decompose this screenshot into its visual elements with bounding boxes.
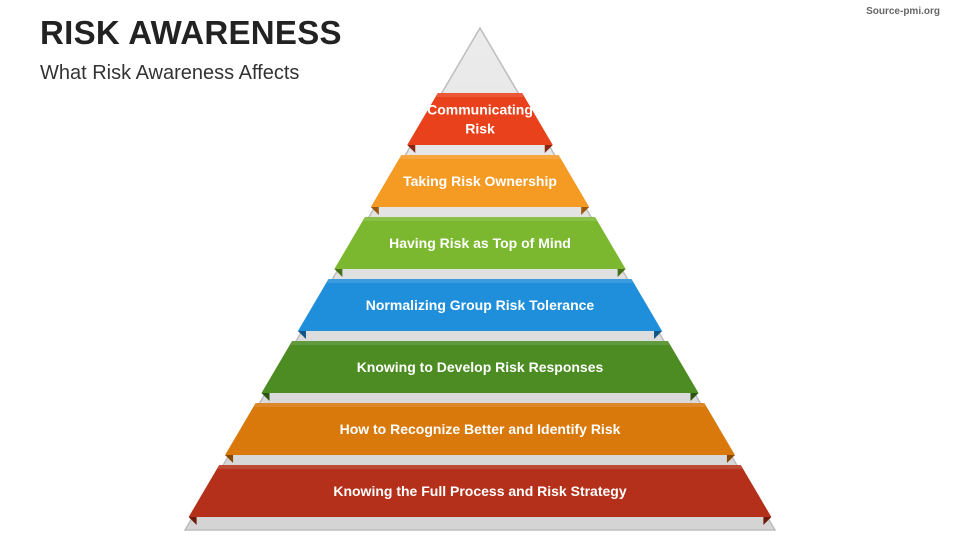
ribbon-fold-left [188,517,197,525]
band-highlight [327,279,633,283]
ribbon-fold-right [581,207,590,215]
level-label: How to Recognize Better and Identify Ris… [340,421,621,437]
pyramid-level-3: Having Risk as Top of Mind [334,217,626,277]
band-highlight [290,341,670,345]
ribbon-fold-right [617,269,626,277]
ribbon-fold-left [334,269,343,277]
slide-title: RISK AWARENESS [40,14,342,51]
ribbon-fold-left [225,455,234,463]
ribbon-fold-right [763,517,772,525]
level-label: Knowing to Develop Risk Responses [357,359,604,375]
ribbon-fold-right [690,393,699,401]
level-band [225,403,735,455]
band-highlight [399,155,561,159]
level-band [407,93,553,145]
band-highlight [436,93,524,97]
band-highlight [217,465,743,469]
level-band [370,155,590,207]
level-label: Knowing the Full Process and Risk Strate… [333,483,626,499]
ribbon-fold-left [407,145,416,153]
ribbon-fold-left [261,393,270,401]
ribbon-fold-right [654,331,663,339]
pyramid-level-6: How to Recognize Better and Identify Ris… [225,403,735,463]
level-band [334,217,626,269]
level-label: Normalizing Group Risk Tolerance [366,297,595,313]
level-label: Having Risk as Top of Mind [389,235,571,251]
pyramid-level-4: Normalizing Group Risk Tolerance [297,279,663,339]
level-band [188,465,772,517]
source-credit: Source-pmi.org [866,6,940,17]
level-band [261,341,699,393]
pyramid-level-7: Knowing the Full Process and Risk Strate… [188,465,772,525]
pyramid-level-5: Knowing to Develop Risk Responses [261,341,699,401]
ribbon-fold-right [544,145,553,153]
band-highlight [363,217,597,221]
slide-subtitle: What Risk Awareness Affects [40,62,300,84]
pyramid-level-2: Taking Risk Ownership [370,155,590,215]
ribbon-fold-right [726,455,735,463]
level-band [297,279,663,331]
band-highlight [254,403,706,407]
ribbon-fold-left [297,331,306,339]
ribbon-fold-left [370,207,379,215]
level-label: Taking Risk Ownership [403,173,557,189]
